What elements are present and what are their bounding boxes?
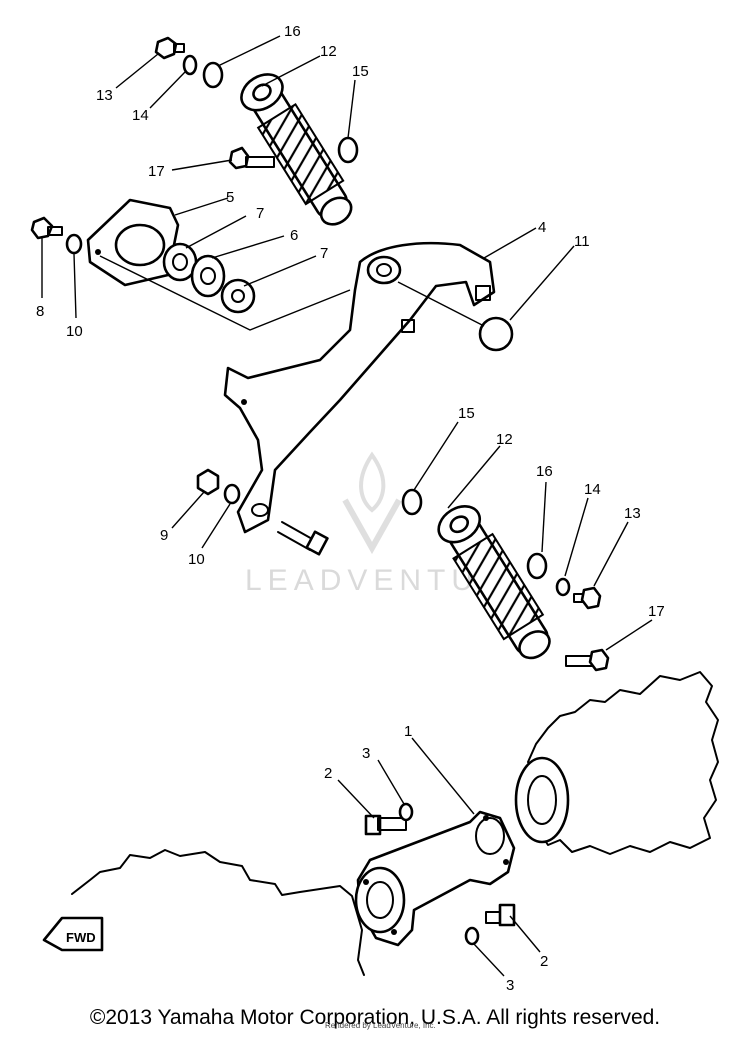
- copyright-notice: ©2013 Yamaha Motor Corporation, U.S.A. A…: [89, 1006, 661, 1029]
- callout-7b: 7: [320, 245, 328, 262]
- callout-3-lower: 3: [506, 977, 514, 994]
- callout-12-lower: 12: [496, 431, 513, 448]
- callout-17-lower: 17: [648, 603, 665, 620]
- callout-2-upper: 2: [324, 765, 332, 782]
- callout-11: 11: [574, 233, 590, 250]
- bushing-6: [190, 254, 226, 298]
- watermark: LEADVENTU: [245, 451, 479, 597]
- bolt-13-upper: [154, 36, 185, 60]
- swing-arm-4: [223, 241, 496, 534]
- callout-8: 8: [36, 303, 44, 320]
- callout-12-upper: 12: [320, 43, 337, 60]
- bearing-7b: [220, 278, 256, 314]
- washer-10-upper: [65, 233, 83, 255]
- frame-outline: [71, 849, 365, 976]
- bolt-17-upper: [228, 146, 275, 170]
- pivot-bolt: [277, 521, 329, 556]
- washer-14-upper: [182, 54, 198, 76]
- bolt-2-lower: [485, 903, 516, 927]
- watermark-text: LEADVENTU: [245, 564, 479, 597]
- callout-7a: 7: [256, 205, 264, 222]
- bolt-13-lower: [573, 586, 602, 610]
- washer-15-lower: [401, 488, 423, 516]
- forward-arrow-icon: FWD: [42, 916, 104, 952]
- lower-shock-absorber: [401, 488, 610, 672]
- callout-10-lower: 10: [188, 551, 205, 568]
- nut-9: [196, 468, 220, 496]
- callout-15-lower: 15: [458, 405, 475, 422]
- fine-print: Rendered by LeadVenture, Inc.: [325, 1021, 436, 1030]
- callout-16-lower: 16: [536, 463, 553, 480]
- callout-6: 6: [290, 227, 298, 244]
- callout-14-lower: 14: [584, 481, 601, 498]
- callout-3-upper: 3: [362, 745, 370, 762]
- engine-mount-bracket: [354, 802, 516, 947]
- swingarm-assembly: [30, 198, 514, 556]
- watermark-flame-icon: [359, 451, 386, 513]
- leader-lines: [41, 35, 653, 977]
- bolt-17-lower: [565, 648, 610, 672]
- callout-14-upper: 14: [132, 107, 149, 124]
- callout-15-upper: 15: [352, 63, 369, 80]
- callout-13-lower: 13: [624, 505, 641, 522]
- callout-17-upper: 17: [148, 163, 165, 180]
- callout-2-lower: 2: [540, 953, 548, 970]
- upper-shock-absorber: [154, 36, 359, 226]
- washer-16-upper: [202, 61, 224, 89]
- watermark-v-icon: [342, 498, 402, 555]
- washer-3-lower: [464, 926, 480, 946]
- callout-4: 4: [538, 219, 546, 236]
- washer-10-lower: [223, 483, 241, 505]
- washer-3-upper: [398, 802, 414, 822]
- bolt-2-upper: [364, 814, 407, 836]
- washer-16-lower: [526, 552, 548, 580]
- engine-case-outline: [514, 671, 719, 855]
- washer-15-upper: [337, 136, 359, 164]
- washer-14-lower: [555, 577, 571, 597]
- callout-10-upper: 10: [66, 323, 83, 340]
- callout-5: 5: [226, 189, 234, 206]
- callout-9: 9: [160, 527, 168, 544]
- callout-1: 1: [404, 723, 412, 740]
- callout-numbers: 13 14 16 12 15 17 5 7 6 7 4 11 8 10 9 10…: [36, 23, 665, 994]
- callout-16-upper: 16: [284, 23, 301, 40]
- svg-text:FWD: FWD: [66, 930, 96, 945]
- bolt-8: [30, 216, 63, 240]
- bushing-11: [478, 316, 514, 352]
- callout-13-upper: 13: [96, 87, 113, 104]
